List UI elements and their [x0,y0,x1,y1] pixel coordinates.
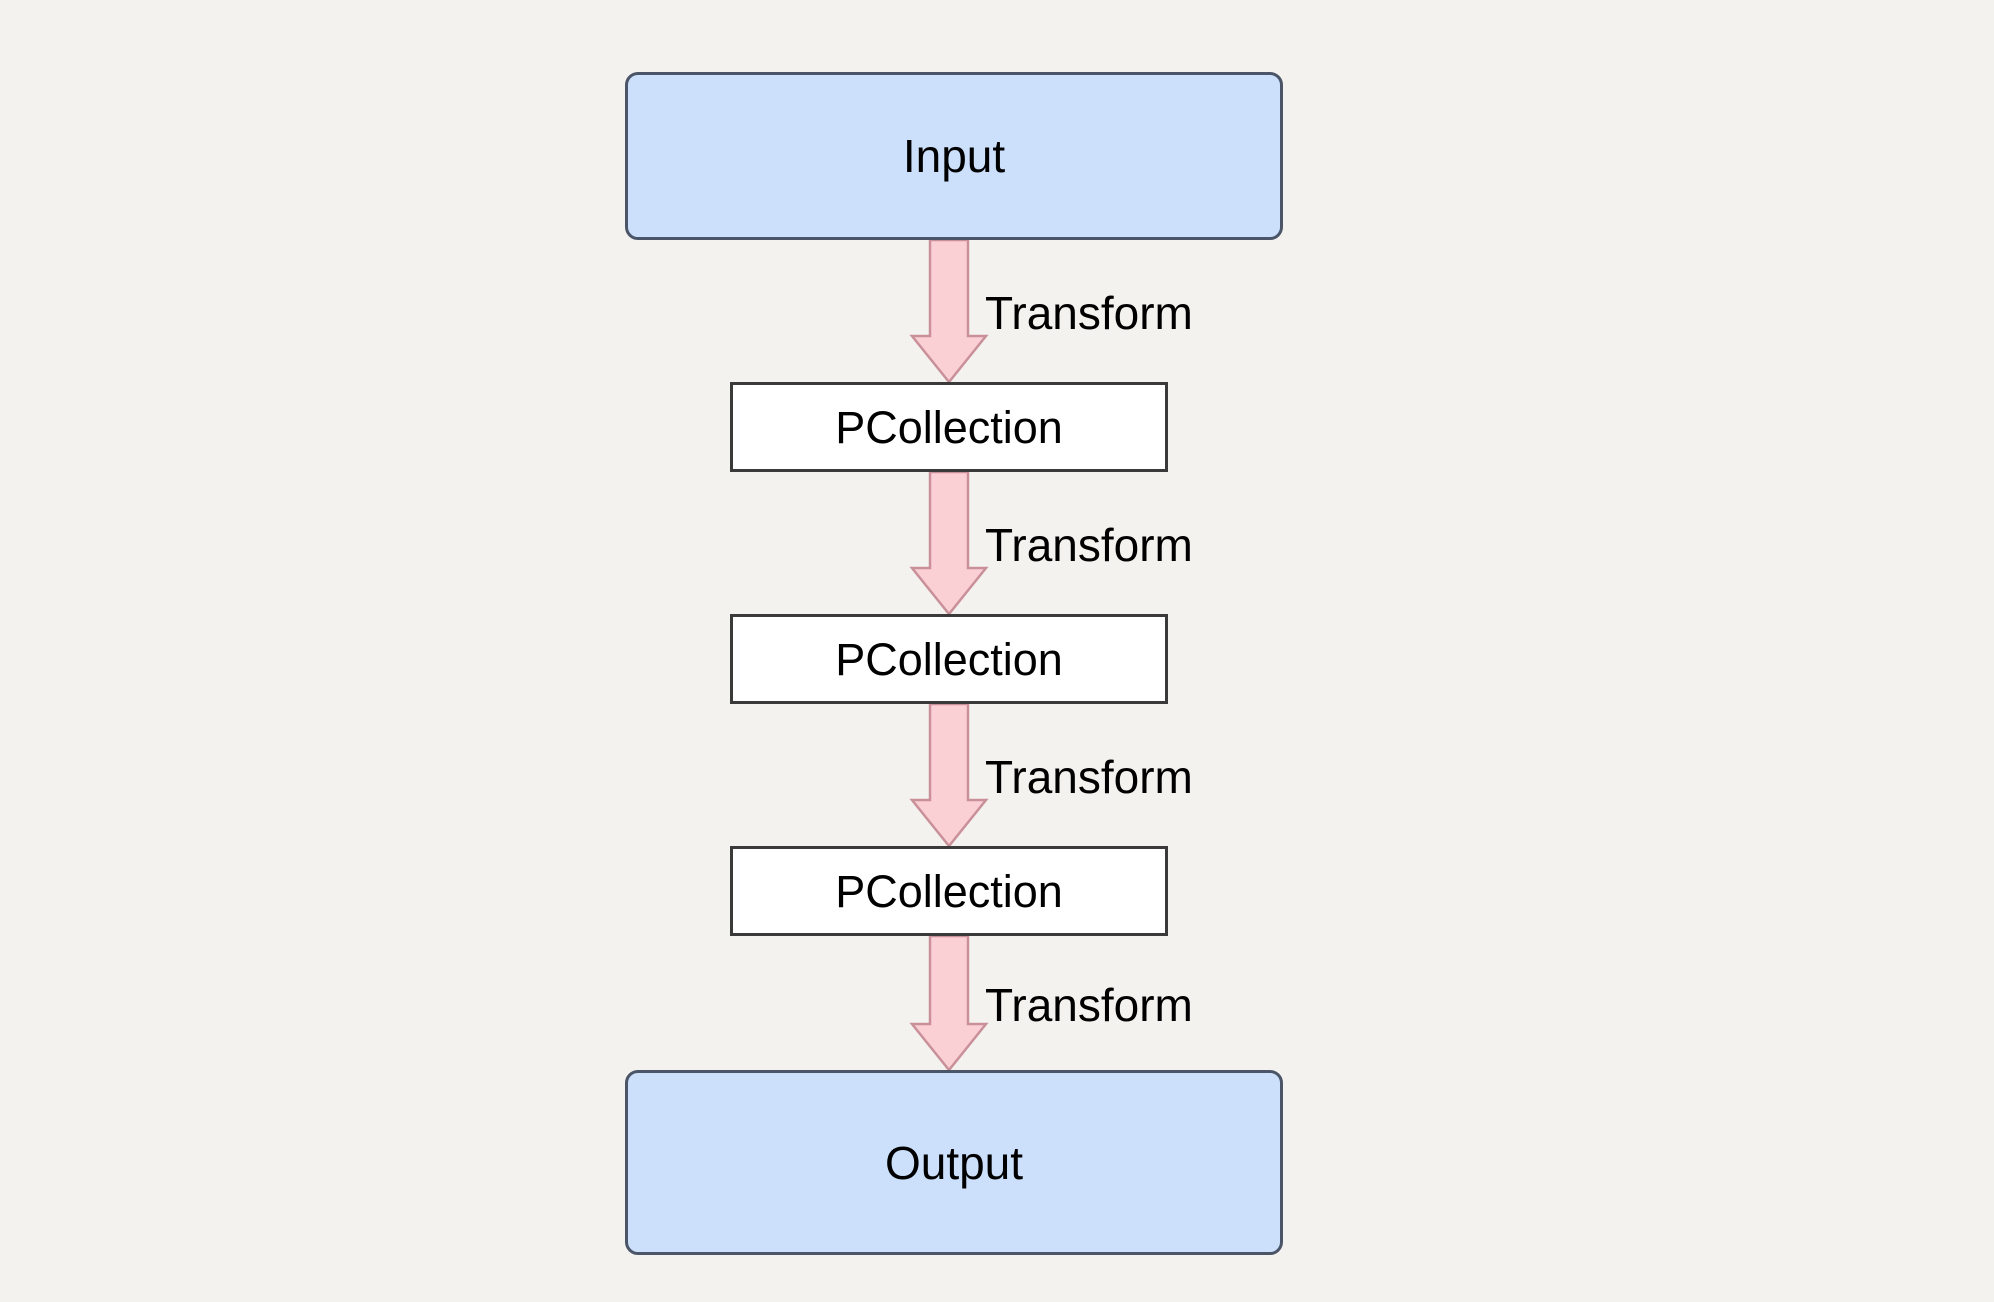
arrow-shape [909,238,989,384]
node-label-pcollection-1: PCollection [835,401,1063,453]
edge-arrow-3 [909,702,989,848]
edge-arrow-4 [909,934,989,1072]
edge-label-transform-4: Transform [985,979,1193,1031]
edge-label-transform-2: Transform [985,519,1193,571]
node-pcollection-3: PCollection [730,846,1168,936]
edge-arrow-2 [909,470,989,616]
node-pcollection-2: PCollection [730,614,1168,704]
arrow-shape [909,470,989,616]
node-label-output: Output [884,1136,1024,1189]
node-label-input: Input [902,130,1006,182]
node-label-pcollection-3: PCollection [835,865,1063,917]
node-pcollection-1: PCollection [730,382,1168,472]
edge-label-transform-3: Transform [985,751,1193,803]
arrow-shape [909,702,989,848]
arrow-shape [909,934,989,1072]
node-output: Output [625,1070,1283,1255]
edge-label-transform-1: Transform [985,287,1193,339]
node-label-pcollection-2: PCollection [835,633,1063,685]
edge-arrow-1 [909,238,989,384]
node-input: Input [625,72,1283,240]
